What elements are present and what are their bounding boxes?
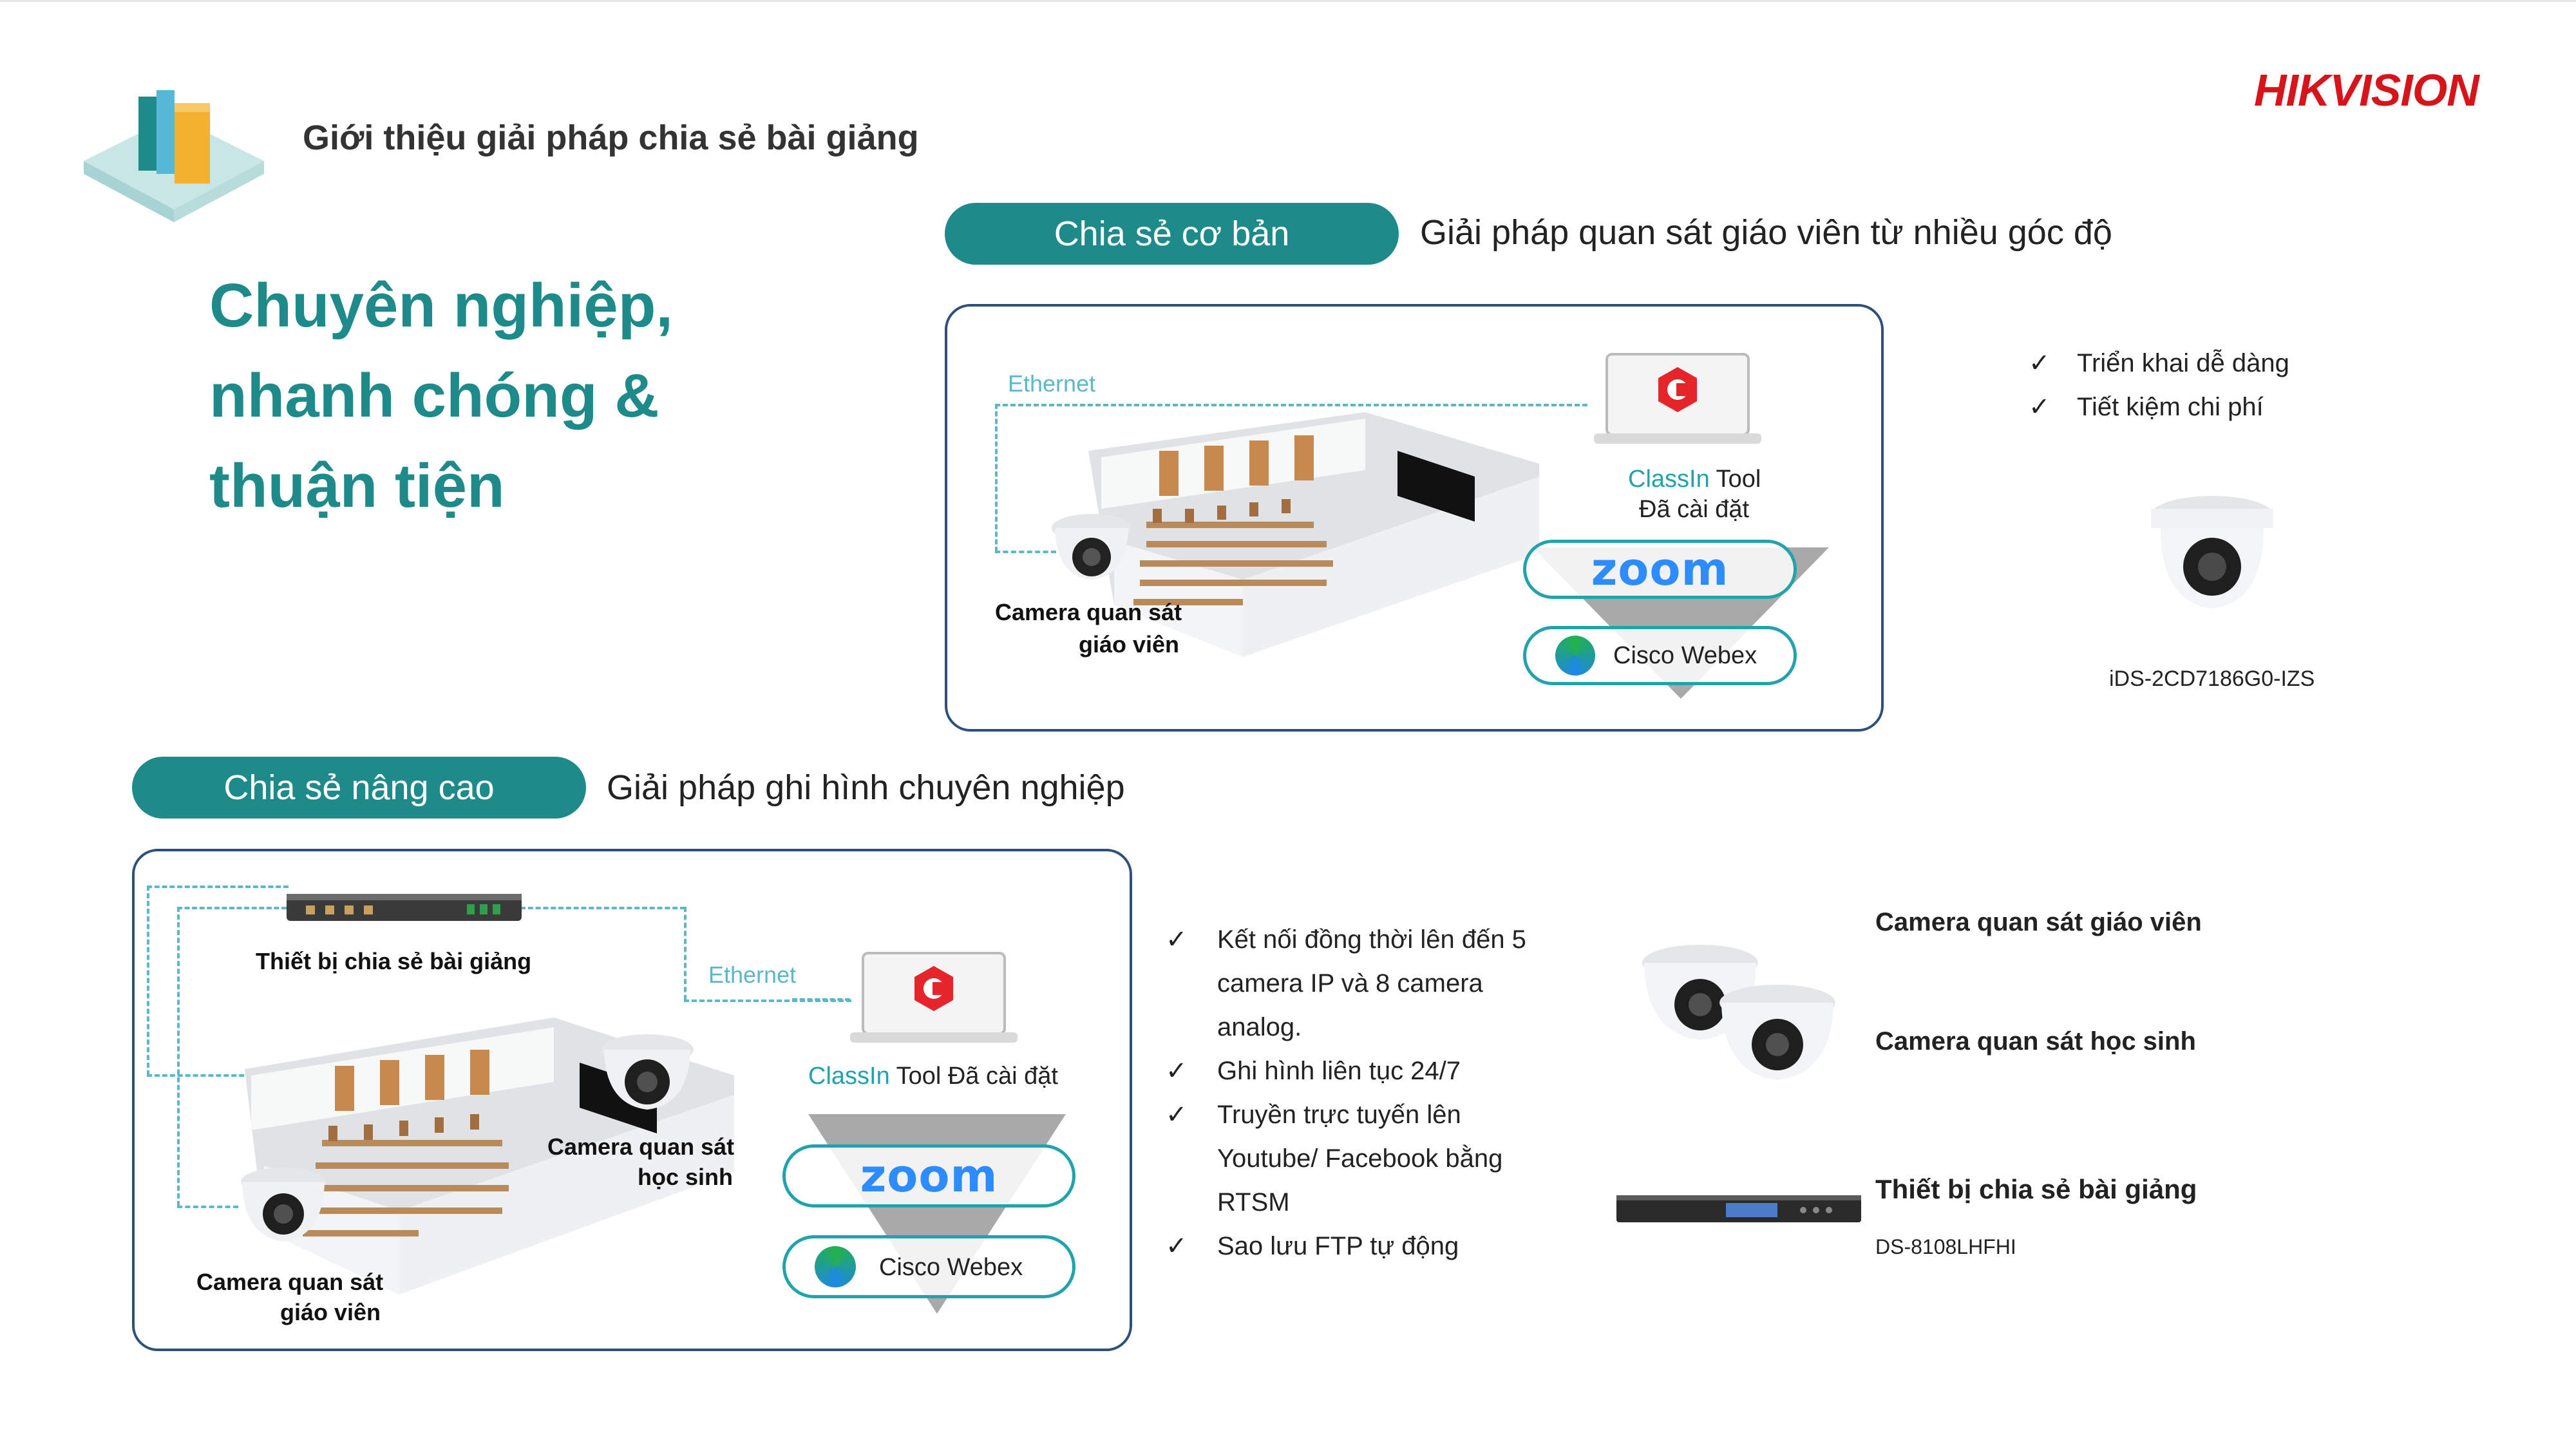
benefit-text: Triển khai dễ dàng xyxy=(2077,349,2289,377)
advanced-classin-tool: Tool Đã cài đặt xyxy=(889,1063,1058,1090)
laptop-icon xyxy=(850,950,1018,1046)
webex-icon xyxy=(1555,636,1595,676)
benefit-item: ✓ Tiết kiệm chi phí xyxy=(2029,385,2289,429)
advanced-line-inner-top xyxy=(177,907,287,909)
advanced-line-right-vert xyxy=(684,907,687,1000)
basic-camera-model: iDS-2CD7186G0-IZS xyxy=(2109,667,2315,691)
feature-text: RTSM xyxy=(1217,1188,1290,1217)
basic-ethernet-line-bottom xyxy=(995,551,1056,553)
check-icon: ✓ xyxy=(1166,1057,1188,1085)
basic-classroom-image xyxy=(1088,412,1539,657)
hero-line-3: thuận tiện xyxy=(209,451,505,520)
dome-camera-icon xyxy=(2148,489,2277,618)
check-icon: ✓ xyxy=(1166,1101,1188,1129)
feature-text: Kết nối đồng thời lên đến 5 xyxy=(1217,925,1526,954)
advanced-line-inner-left xyxy=(177,907,180,1206)
basic-installed-label: Đã cài đặt xyxy=(1639,496,1750,523)
basic-camera-label-2: giáo viên xyxy=(1079,631,1180,658)
dome-camera-icon xyxy=(599,1027,696,1117)
basic-sharing-pill: Chia sẻ cơ bản xyxy=(945,203,1399,265)
advanced-line-inner-bottom xyxy=(177,1206,238,1208)
brand-text: HIKVISION xyxy=(2254,65,2479,115)
advanced-zoom-button[interactable]: zoom xyxy=(782,1144,1075,1208)
feature-item: ✓ Kết nối đồng thời lên đến 5 camera IP … xyxy=(1166,918,1584,1049)
feature-text: Youtube/ Facebook bằng xyxy=(1217,1144,1503,1173)
lecture-device-image xyxy=(287,889,522,927)
basic-ethernet-line-left xyxy=(995,404,998,552)
basic-classin-label: ClassIn Tool xyxy=(1628,466,1761,493)
basic-zoom-label: zoom xyxy=(1591,543,1729,596)
advanced-classin-brand: ClassIn xyxy=(808,1063,890,1090)
books-icon xyxy=(77,71,270,232)
advanced-student-cam-label-2: học sinh xyxy=(638,1164,734,1190)
basic-benefits-list: ✓ Triển khai dễ dàng ✓ Tiết kiệm chi phí xyxy=(2029,341,2289,429)
page-title: Giới thiệu giải pháp chia sẻ bài giảng xyxy=(303,118,919,157)
legend-student-camera: Camera quan sát học sinh xyxy=(1875,1027,2196,1056)
advanced-teacher-cam-label-2: giáo viên xyxy=(280,1299,381,1325)
basic-pill-label: Chia sẻ cơ bản xyxy=(1054,214,1290,253)
basic-description: Giải pháp quan sát giáo viên từ nhiều gó… xyxy=(1420,213,2112,252)
advanced-student-cam-label-1: Camera quan sát xyxy=(547,1133,735,1160)
hero-line-2: nhanh chóng & xyxy=(209,361,659,430)
advanced-line-outer-left xyxy=(147,886,149,1075)
basic-camera-label-1: Camera quan sát xyxy=(995,599,1182,625)
check-icon: ✓ xyxy=(1166,925,1188,954)
basic-zoom-button[interactable]: zoom xyxy=(1523,540,1797,599)
benefit-item: ✓ Triển khai dễ dàng xyxy=(2029,341,2289,385)
hero-line-1: Chuyên nghiệp, xyxy=(209,271,673,340)
advanced-teacher-cam-label-1: Camera quan sát xyxy=(196,1269,384,1295)
webex-icon xyxy=(815,1246,856,1287)
advanced-webex-label: Cisco Webex xyxy=(879,1254,1023,1281)
check-icon: ✓ xyxy=(2029,349,2050,377)
feature-text: Ghi hình liên tục 24/7 xyxy=(1217,1057,1461,1085)
feature-item: ✓ Truyền trực tuyến lên Youtube/ Faceboo… xyxy=(1166,1093,1584,1224)
dome-camera-icon xyxy=(238,1159,328,1249)
feature-text: camera IP và 8 camera xyxy=(1217,969,1483,998)
laptop-icon xyxy=(1594,351,1761,448)
benefit-text: Tiết kiệm chi phí xyxy=(2077,393,2264,421)
check-icon: ✓ xyxy=(1166,1232,1188,1260)
check-icon: ✓ xyxy=(2029,393,2050,421)
advanced-features-list: ✓ Kết nối đồng thời lên đến 5 camera IP … xyxy=(1166,918,1584,1268)
feature-text: Truyền trực tuyến lên xyxy=(1217,1101,1461,1129)
basic-ethernet-line-top xyxy=(995,404,1587,406)
advanced-device-label: Thiết bị chia sẻ bài giảng xyxy=(256,948,532,974)
advanced-classroom-image xyxy=(245,1018,734,1294)
feature-text: analog. xyxy=(1217,1013,1302,1041)
hikvision-logo: HIKVISION xyxy=(2254,64,2479,116)
feature-text: Sao lưu FTP tự động xyxy=(1217,1232,1459,1260)
advanced-classin-label: ClassIn Tool Đã cài đặt xyxy=(808,1063,1058,1090)
legend-device: Thiết bị chia sẻ bài giảng xyxy=(1875,1174,2197,1204)
advanced-sharing-pill: Chia sẻ nâng cao xyxy=(132,757,586,819)
advanced-line-right-bottom xyxy=(684,999,851,1002)
legend-teacher-camera: Camera quan sát giáo viên xyxy=(1875,908,2202,936)
basic-classin-tool: Tool xyxy=(1709,466,1761,493)
advanced-ethernet-label: Ethernet xyxy=(708,961,797,988)
top-border xyxy=(0,0,2576,2)
basic-webex-label: Cisco Webex xyxy=(1613,642,1757,669)
dome-camera-icon xyxy=(1716,977,1839,1086)
advanced-ethernet-line xyxy=(792,998,850,1001)
advanced-webex-button[interactable]: Cisco Webex xyxy=(782,1235,1075,1298)
basic-ethernet-label: Ethernet xyxy=(1008,370,1096,397)
dome-camera-icon xyxy=(1050,506,1133,589)
basic-classin-brand: ClassIn xyxy=(1628,466,1710,493)
device-model: DS-8108LHFHI xyxy=(1875,1235,2016,1258)
feature-item: ✓ Sao lưu FTP tự động xyxy=(1166,1224,1584,1268)
advanced-line-outer-top xyxy=(147,886,289,888)
advanced-zoom-label: zoom xyxy=(860,1150,998,1202)
recorder-device-image xyxy=(1616,1191,1861,1227)
advanced-pill-label: Chia sẻ nâng cao xyxy=(223,768,495,807)
advanced-description: Giải pháp ghi hình chuyên nghiệp xyxy=(607,768,1125,807)
advanced-line-right-top xyxy=(520,907,685,909)
basic-webex-button[interactable]: Cisco Webex xyxy=(1523,626,1797,685)
feature-item: ✓ Ghi hình liên tục 24/7 xyxy=(1166,1049,1584,1093)
